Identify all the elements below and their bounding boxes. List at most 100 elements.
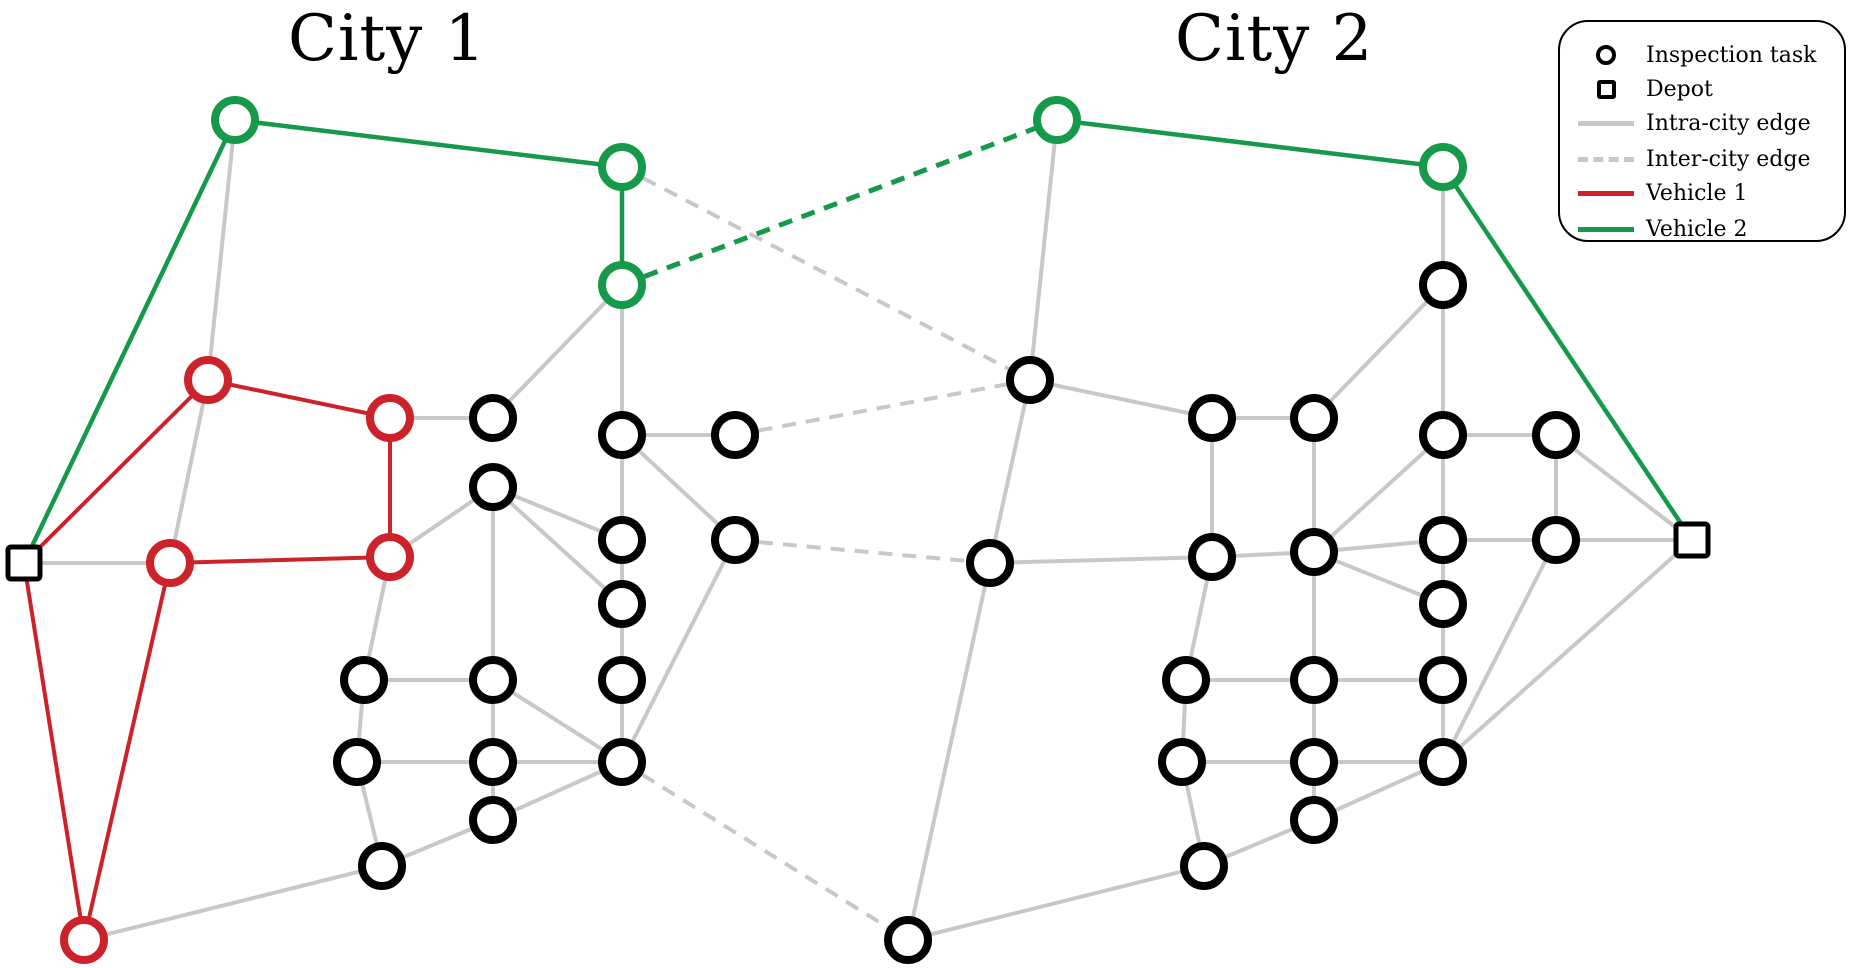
legend-item-vehicle-2: Vehicle 2 — [1560, 214, 1747, 244]
inter-edge-dash-icon — [1578, 156, 1634, 162]
edge-intra-c2_n10-c2_depot — [1554, 433, 1694, 542]
task-node-c1_n11 — [469, 463, 517, 511]
task-node-c2_n16 — [1162, 656, 1210, 704]
task-node-c2_n18 — [1419, 656, 1467, 704]
edge-intra-c2_n21-c2_depot — [1441, 538, 1694, 764]
task-node-c1_n15 — [598, 580, 646, 628]
task-node-c1_n3 — [598, 261, 646, 309]
edge-intra-c1_n17-c1_n19 — [491, 678, 624, 764]
legend-label: Intra-city edge — [1646, 110, 1811, 136]
edge-intra-c1_n3-c1_n9 — [491, 283, 624, 420]
task-node-c2_n11 — [1188, 533, 1236, 581]
edge-inter-c1_n10-c2_n3 — [734, 378, 1031, 437]
edge-intra-c2_n7-c2_n8 — [1312, 283, 1445, 420]
edge-vehicle2-c2_n2-c2_depot — [1441, 165, 1694, 542]
edge-vehicle2-c1_n1-c1_n2 — [234, 117, 623, 170]
task-node-c1_n8 — [60, 916, 108, 964]
edge-vehicle1-c1_n7-c1_n6 — [169, 555, 391, 565]
task-node-c2_n5 — [884, 916, 932, 964]
task-node-c1_n18 — [598, 656, 646, 704]
task-node-c1_n9 — [469, 394, 517, 442]
task-node-c1_n10 — [711, 411, 759, 459]
legend-item-vehicle-1: Vehicle 1 — [1560, 178, 1747, 208]
task-node-c1_n21 — [469, 738, 517, 786]
edge-intra-c1_n12-c1_n13 — [620, 433, 737, 542]
task-node-c2_n2 — [1419, 143, 1467, 191]
edge-intra-c1_n13-c1_n22 — [620, 539, 737, 763]
task-circle-icon — [1596, 45, 1616, 65]
edge-vehicle2-inter-c1_n3-c2_n1 — [621, 117, 1058, 288]
task-node-c2_n19 — [1158, 738, 1206, 786]
task-node-c1_n2 — [598, 143, 646, 191]
task-node-c2_n12 — [1290, 528, 1338, 576]
edge-inter-c1_n13-c2_n4 — [734, 538, 991, 565]
task-node-c1_n6 — [146, 539, 194, 587]
task-node-c1_n12 — [598, 411, 646, 459]
task-node-c2_n20 — [1290, 738, 1338, 786]
legend-label: Depot — [1646, 76, 1713, 102]
task-node-c2_n22 — [1290, 796, 1338, 844]
edge-intra-c2_n3-c2_n4 — [988, 379, 1032, 564]
vehicle-1-line-icon — [1578, 190, 1634, 196]
depot-c2_depot — [1673, 521, 1711, 559]
legend-label: Inter-city edge — [1646, 146, 1811, 172]
task-node-c2_n1 — [1033, 96, 1081, 144]
task-node-c2_n13 — [1419, 516, 1467, 564]
task-node-c2_n9 — [1419, 411, 1467, 459]
task-node-c2_n7 — [1419, 261, 1467, 309]
edge-intra-c2_n3-c2_n6 — [1029, 378, 1213, 420]
edge-intra-c2_n1-c2_n3 — [1028, 119, 1059, 381]
task-node-c1_n20 — [333, 738, 381, 786]
edge-intra-c1_n1-c1_n4 — [206, 119, 237, 381]
edge-intra-c2_n12-c2_n9 — [1312, 433, 1445, 554]
task-node-c2_n3 — [1006, 356, 1054, 404]
task-node-c1_n16 — [340, 656, 388, 704]
task-node-c1_n13 — [711, 516, 759, 564]
vehicle-2-line-icon — [1578, 226, 1634, 232]
task-node-c1_n24 — [358, 842, 406, 890]
legend-item-inspection-task: Inspection task — [1560, 40, 1816, 70]
depot-c1_depot — [5, 544, 43, 582]
intra-edge-line-icon — [1578, 120, 1634, 126]
task-node-c1_n23 — [469, 796, 517, 844]
legend-label: Vehicle 2 — [1646, 216, 1748, 242]
edge-intra-c2_n5-c2_n23 — [907, 864, 1205, 942]
edge-vehicle1-c1_n6-c1_n8 — [82, 562, 172, 941]
task-node-c2_n21 — [1419, 738, 1467, 786]
task-node-c1_n5 — [366, 394, 414, 442]
task-node-c2_n8 — [1290, 394, 1338, 442]
legend-label: Inspection task — [1646, 42, 1817, 68]
legend-label: Vehicle 1 — [1646, 180, 1748, 206]
task-node-c1_n7 — [366, 533, 414, 581]
edge-intra-c1_n4-c1_n6 — [168, 379, 210, 564]
task-node-c2_n14 — [1532, 516, 1580, 564]
edge-intra-c1_n11-c1_n15 — [491, 485, 624, 606]
legend-item-inter-city-edge: Inter-city edge — [1560, 144, 1811, 174]
edge-vehicle1-c1_depot-c1_n4 — [22, 378, 210, 565]
task-node-c2_n4 — [966, 539, 1014, 587]
city-2-title: City 2 — [1175, 2, 1374, 76]
edge-inter-c1_n22-c2_n5 — [620, 760, 910, 942]
edge-intra-c2_n4-c2_n11 — [989, 555, 1213, 565]
depot-square-icon — [1596, 79, 1616, 99]
edge-inter-c1_n2-c2_n3 — [621, 165, 1031, 382]
edge-intra-c2_n14-c2_n21 — [1441, 539, 1558, 763]
nodes-layer — [5, 96, 1711, 964]
edge-vehicle2-c1_depot-c1_n1 — [21, 119, 238, 564]
task-node-c1_n14 — [598, 516, 646, 564]
task-node-c2_n23 — [1180, 842, 1228, 890]
task-node-c2_n6 — [1188, 394, 1236, 442]
task-node-c1_n4 — [184, 356, 232, 404]
task-node-c1_n19 — [598, 738, 646, 786]
task-node-c1_n1 — [211, 96, 259, 144]
edge-intra-c2_n4-c2_n5 — [906, 562, 992, 941]
city-1-title: City 1 — [288, 2, 487, 76]
task-node-c2_n15 — [1419, 580, 1467, 628]
edge-vehicle1-c1_n8-c1_depot — [22, 562, 86, 941]
edge-vehicle2-c2_n1-c2_n2 — [1056, 117, 1444, 170]
task-node-c2_n17 — [1290, 656, 1338, 704]
task-node-c1_n17 — [469, 656, 517, 704]
edge-intra-c1_n8-c1_n25 — [83, 864, 383, 942]
legend-item-depot: Depot — [1560, 74, 1713, 104]
